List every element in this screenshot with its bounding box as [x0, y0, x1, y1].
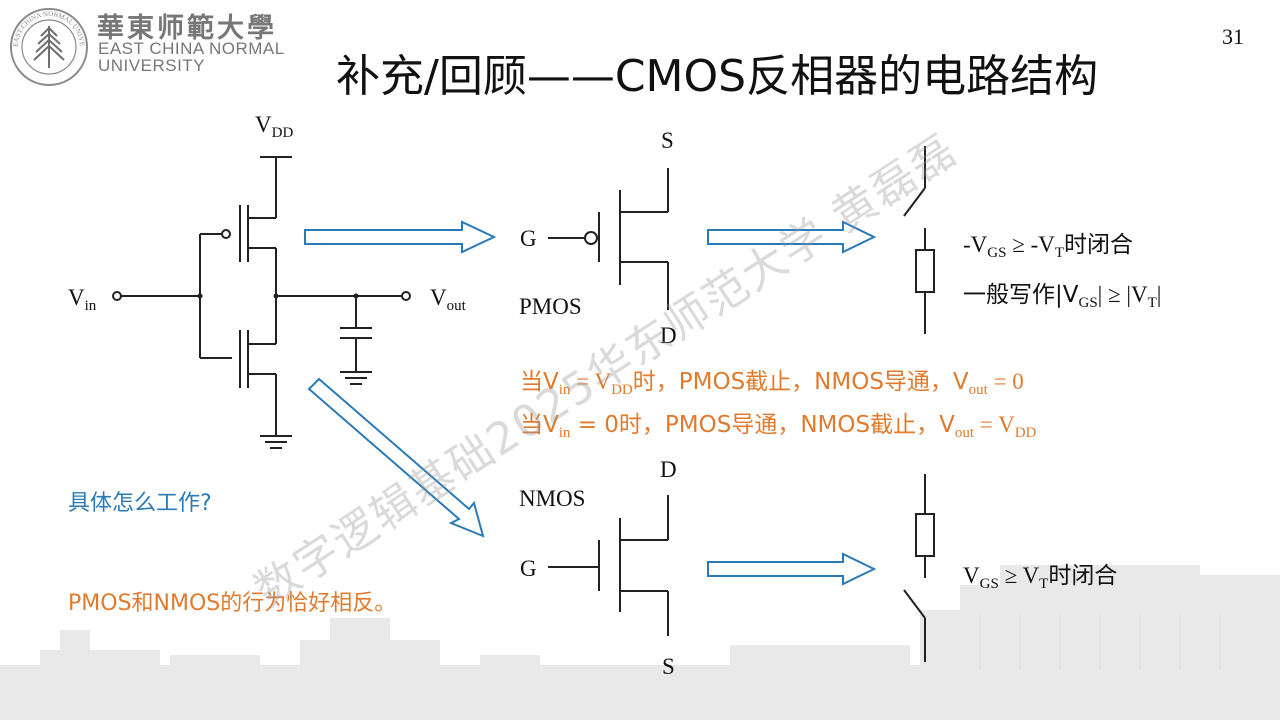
inverter-schematic: [112, 156, 411, 449]
nmos-drain-label: D: [660, 457, 677, 482]
conclusion-text: PMOS和NMOS的行为恰好相反。: [68, 591, 397, 616]
note-vin-zero: 当Vin = 0时，PMOS导通，NMOS截止，Vout = VDD: [520, 412, 1037, 441]
pmos-name-label: PMOS: [519, 294, 582, 319]
pmos-symbol: [548, 168, 669, 310]
pmos-source-label: S: [661, 128, 674, 153]
pmos-condition-line1: -VGS ≥ -VT时闭合: [963, 232, 1134, 261]
pmos-switch-equivalent: [903, 146, 935, 334]
university-seal-logo: EAST CHINA NORMAL UNIVERSITY: [8, 6, 88, 86]
slide-title: 补充/回顾——CMOS反相器的电路结构: [336, 51, 1099, 102]
nmos-condition: VGS ≥ VT时闭合: [963, 563, 1118, 592]
vdd-label: VDD: [255, 112, 294, 141]
nmos-symbol: [548, 495, 669, 636]
pmos-gate-label: G: [520, 226, 537, 251]
arrow-to-pmos: [304, 220, 497, 254]
university-name-english-line2: UNIVERSITY: [98, 56, 206, 75]
page-number: 31: [1222, 24, 1244, 49]
arrow-to-nmos-switch: [707, 552, 877, 586]
vout-label: Vout: [430, 285, 466, 314]
arrow-to-nmos: [307, 377, 485, 538]
pmos-condition-line2: 一般写作|VGS| ≥ |VT|: [963, 282, 1162, 311]
nmos-gate-label: G: [520, 556, 537, 581]
note-vin-vdd: 当Vin = VDD时，PMOS截止，NMOS导通，Vout = 0: [520, 369, 1024, 398]
arrow-to-pmos-switch: [707, 220, 877, 254]
nmos-source-label: S: [662, 654, 675, 679]
pmos-drain-label: D: [660, 323, 677, 348]
university-name-chinese: 華東师範大學: [97, 13, 277, 44]
question-text: 具体怎么工作?: [68, 491, 212, 516]
nmos-switch-equivalent: [903, 474, 935, 662]
university-name-english-line1: EAST CHINA NORMAL: [98, 39, 285, 58]
nmos-name-label: NMOS: [519, 486, 586, 511]
vin-label: Vin: [68, 285, 97, 314]
